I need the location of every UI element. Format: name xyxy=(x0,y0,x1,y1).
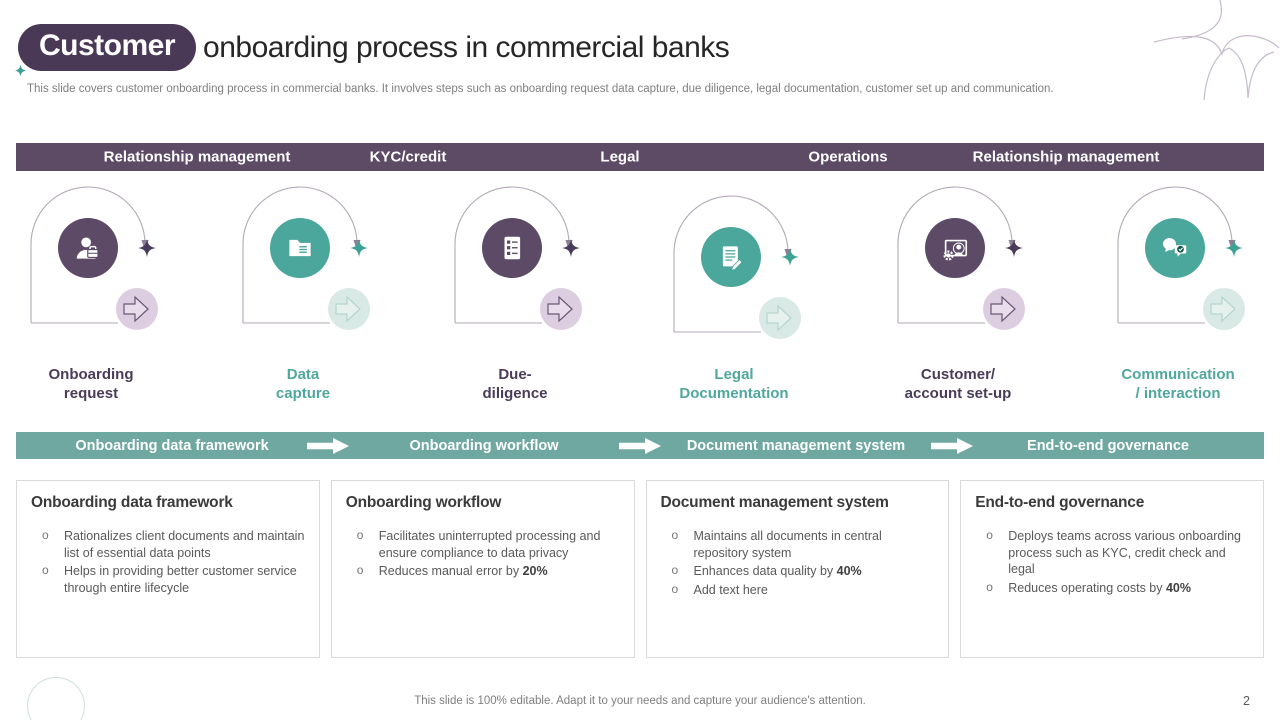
bullet-item: Reduces manual error by 20% xyxy=(346,563,622,580)
bullet-item: Enhances data quality by 40% xyxy=(661,563,937,580)
bullet-item: Maintains all documents in central repos… xyxy=(661,528,937,561)
phase-bar: Relationship management KYC/credit Legal… xyxy=(16,143,1264,171)
bullet-item: Facilitates uninterrupted processing and… xyxy=(346,528,622,561)
bullet-list: Rationalizes client documents and mainta… xyxy=(31,528,307,596)
person-briefcase-icon xyxy=(76,237,99,259)
step-legal-documentation: Legal Documentation xyxy=(656,185,812,403)
step-label: Due- diligence xyxy=(482,366,548,403)
step-label: Onboarding request xyxy=(48,366,134,403)
document-pen-icon xyxy=(722,246,743,271)
step-due-diligence: Due- diligence xyxy=(437,185,593,403)
column-onboarding-data-framework: Onboarding data framework Rationalizes c… xyxy=(16,480,320,658)
step-label: Data capture xyxy=(275,366,331,403)
right-arrow-icon xyxy=(931,437,973,454)
phase-label: Relationship management xyxy=(103,148,291,166)
phase-label: Relationship management xyxy=(972,148,1160,166)
step-graphic xyxy=(880,185,1036,345)
step-label: Communication / interaction xyxy=(1121,366,1235,403)
bullet-item: Reduces operating costs by 40% xyxy=(975,580,1251,597)
bullet-item: Deploys teams across various onboarding … xyxy=(975,528,1251,578)
flow-bar: Onboarding data framework Onboarding wor… xyxy=(16,432,1264,459)
bullet-list: Deploys teams across various onboarding … xyxy=(975,528,1251,596)
checklist-icon xyxy=(504,236,521,260)
decorative-squiggle xyxy=(1153,0,1280,101)
flow-item: Onboarding workflow xyxy=(409,437,559,454)
step-data-capture: Data capture xyxy=(225,185,381,403)
page-number: 2 xyxy=(1243,694,1250,708)
step-graphic xyxy=(656,194,812,354)
column-heading: Onboarding workflow xyxy=(345,494,502,511)
editable-note: This slide is 100% editable. Adapt it to… xyxy=(414,695,866,707)
flow-item: Onboarding data framework xyxy=(75,437,269,454)
title-rest: onboarding process in commercial banks xyxy=(203,30,730,64)
phase-label: KYC/credit xyxy=(369,148,447,166)
column-end-to-end-governance: End-to-end governance Deploys teams acro… xyxy=(960,480,1264,658)
bullet-item: Rationalizes client documents and mainta… xyxy=(31,528,307,561)
folder-icon xyxy=(289,239,311,257)
step-graphic xyxy=(13,185,169,345)
column-heading: Onboarding data framework xyxy=(31,494,233,511)
right-arrow-icon xyxy=(619,437,661,454)
slide-subtitle: This slide covers customer onboarding pr… xyxy=(27,83,1054,95)
step-graphic xyxy=(1100,185,1256,345)
column-heading: Document management system xyxy=(660,494,889,511)
column-document-management-system: Document management system Maintains all… xyxy=(645,480,950,658)
bullet-list: Facilitates uninterrupted processing and… xyxy=(346,528,622,580)
flow-item: End-to-end governance xyxy=(1027,437,1189,454)
chat-check-icon xyxy=(1163,238,1187,257)
phase-label: Operations xyxy=(808,148,888,166)
bullet-item: Add text here xyxy=(661,582,937,599)
process-steps: Onboarding request xyxy=(0,185,1280,405)
step-communication-interaction: Communication / interaction xyxy=(1100,185,1256,403)
step-graphic xyxy=(437,185,593,345)
step-customer-account-setup: Customer/ account set-up xyxy=(880,185,1036,403)
column-heading: End-to-end governance xyxy=(975,494,1145,511)
column-onboarding-workflow: Onboarding workflow Facilitates uninterr… xyxy=(330,480,635,658)
flow-item: Document management system xyxy=(686,437,906,454)
detail-columns: Onboarding data framework Rationalizes c… xyxy=(16,480,1264,658)
page-title: Customer onboarding process in commercia… xyxy=(14,24,730,77)
sparkle-icon xyxy=(14,64,27,77)
right-arrow-icon xyxy=(307,437,349,454)
bullet-list: Maintains all documents in central repos… xyxy=(661,528,937,598)
step-graphic xyxy=(225,185,381,345)
bullet-item: Helps in providing better customer servi… xyxy=(31,563,307,596)
account-setup-icon xyxy=(943,239,968,261)
phase-label: Legal xyxy=(600,148,640,166)
step-onboarding-request: Onboarding request xyxy=(13,185,169,403)
step-label: Customer/ account set-up xyxy=(904,366,1012,403)
title-highlight: Customer xyxy=(18,24,197,71)
step-label: Legal Documentation xyxy=(679,366,789,403)
